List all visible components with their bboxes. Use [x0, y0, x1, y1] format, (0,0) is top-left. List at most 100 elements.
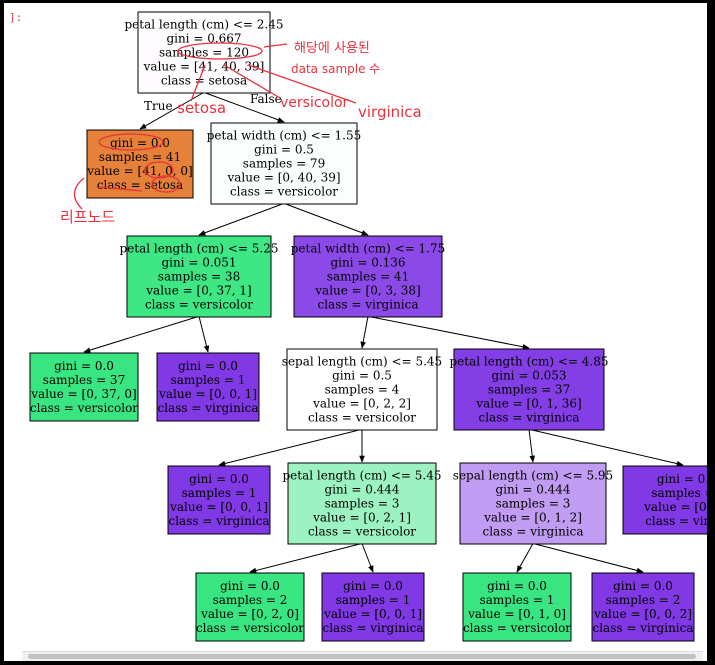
node-line: gini = 0.444: [324, 483, 399, 497]
node-line: samples = 3: [496, 497, 571, 511]
edge-petal-length-485-split-to-sepal-length-595-split: [528, 429, 536, 463]
node-line: value = [0, 2, 1]: [312, 511, 411, 525]
node-line: value = [0, 40, 39]: [226, 171, 340, 185]
edge-petal-length-485-split-to-leaf-partial-right: [531, 429, 684, 467]
node-line: value = [0, 0, 1]: [158, 387, 257, 401]
node-line: class = virginica: [482, 525, 583, 539]
node-line: sepal length (cm) <= 5.95: [453, 469, 613, 483]
node-line: value = [0, 0, 2]: [593, 607, 692, 621]
edge-label-true: True: [144, 99, 173, 113]
node-line: gini = 0.053: [491, 369, 566, 383]
node-box: [287, 462, 437, 545]
node-line: samples = 1: [480, 593, 555, 607]
class-circle: [151, 175, 181, 193]
node-box: [86, 129, 194, 199]
node-line: samples = 38: [158, 270, 240, 284]
node-box: [156, 352, 260, 422]
edge-petal-length-545-split-to-leaf-virginica-1c: [361, 543, 374, 573]
node-line: class = versicolor: [145, 298, 253, 312]
annotation-note-line1: 해당에 사용된: [294, 41, 370, 56]
node-box: [195, 572, 305, 642]
node-line: value = [0, 37, 0]: [30, 387, 136, 401]
node-line: class = versicolor: [30, 401, 138, 415]
node-box: [293, 235, 443, 318]
node-line: class = setosa: [161, 74, 247, 88]
node-line: class = virginica: [592, 621, 693, 635]
decision-tree-diagram: True False petal length (cm) <= 2.45gini …: [29, 11, 707, 642]
node-line: samples = 37: [43, 373, 125, 387]
setosa-pointer: [190, 64, 206, 102]
node-line: petal length (cm) <= 4.85: [449, 355, 608, 369]
virginica-pointer: [247, 64, 357, 104]
annotation-versicolor: versicolor: [280, 95, 349, 111]
node-box: [453, 348, 605, 431]
node-line: value = [0, 2, 2]: [312, 397, 411, 411]
node-line: value = [0, 2, 0]: [200, 607, 299, 621]
edge-sepal-length-595-split-to-leaf-versicolor-1: [516, 543, 534, 573]
node-line: petal length (cm) <= 5.45: [282, 469, 441, 483]
edge-label-false: False: [250, 92, 282, 106]
node-line: value = [0, 0: [643, 500, 707, 514]
node-line: gini = 0.0: [343, 579, 403, 593]
node-line: petal length (cm) <= 5.25: [119, 242, 278, 256]
node-line: gini = 0.0: [54, 359, 114, 373]
node-line: value = [0, 37, 1]: [145, 284, 251, 298]
node-box: [591, 572, 695, 642]
node-line: gini = 0.0: [487, 579, 547, 593]
node-line: samples = 4: [325, 383, 400, 397]
node-line: class = virginica: [157, 401, 258, 415]
node-line: samples = 1: [171, 373, 246, 387]
annotation-note-line2: data sample 수: [291, 62, 380, 76]
node-box: [622, 465, 707, 535]
node-box: [459, 462, 607, 545]
node-line: gini = 0.136: [330, 256, 405, 270]
node-box: [167, 465, 271, 535]
node-line: samples = 1: [182, 486, 257, 500]
note-pointer: [263, 43, 288, 48]
node-line: samples = 79: [243, 157, 325, 171]
node-line: samples =: [651, 486, 707, 500]
node-line: value = [41, 0, 0]: [86, 164, 192, 178]
node-line: samples = 1: [336, 593, 411, 607]
scrollbar-thumb[interactable]: [28, 654, 696, 659]
node-box: [462, 572, 572, 642]
annotation-virginica: virginica: [358, 103, 422, 121]
node-line: class = virginica: [478, 411, 579, 425]
samples-circle: [177, 42, 263, 60]
horizontal-scrollbar[interactable]: [22, 651, 703, 661]
annotation-leaf-node: 리프노드: [60, 208, 115, 226]
node-line: sepal length (cm) <= 5.45: [282, 355, 442, 369]
node-line: gini = 0.0: [220, 579, 280, 593]
node-line: samples = 2: [213, 593, 288, 607]
gini-circle: [98, 133, 164, 151]
node-line: gini = 0.444: [495, 483, 570, 497]
node-box: [286, 348, 438, 431]
edge-petal-length-545-split-to-leaf-versicolor-2: [249, 543, 360, 574]
edge-petal-width-split-to-petal-width-175-split: [285, 203, 369, 236]
node-line: gini = 0.051: [161, 256, 236, 270]
node-box: [29, 352, 139, 422]
node-line: gini = 0.5: [332, 369, 392, 383]
node-line: class = versicolor: [463, 621, 571, 635]
edge-sepal-length-595-split-to-leaf-virginica-2: [535, 543, 644, 574]
annotation-setosa: setosa: [177, 99, 226, 117]
node-line: value = [0, 3, 38]: [314, 284, 420, 298]
node-line: value = [0, 1, 0]: [467, 607, 566, 621]
node-line: value = [41, 40, 39]: [143, 60, 265, 74]
edge-root-to-petal-width-split: [205, 92, 285, 123]
node-line: class = versicolor: [308, 411, 416, 425]
node-line: class = virginica: [317, 298, 418, 312]
